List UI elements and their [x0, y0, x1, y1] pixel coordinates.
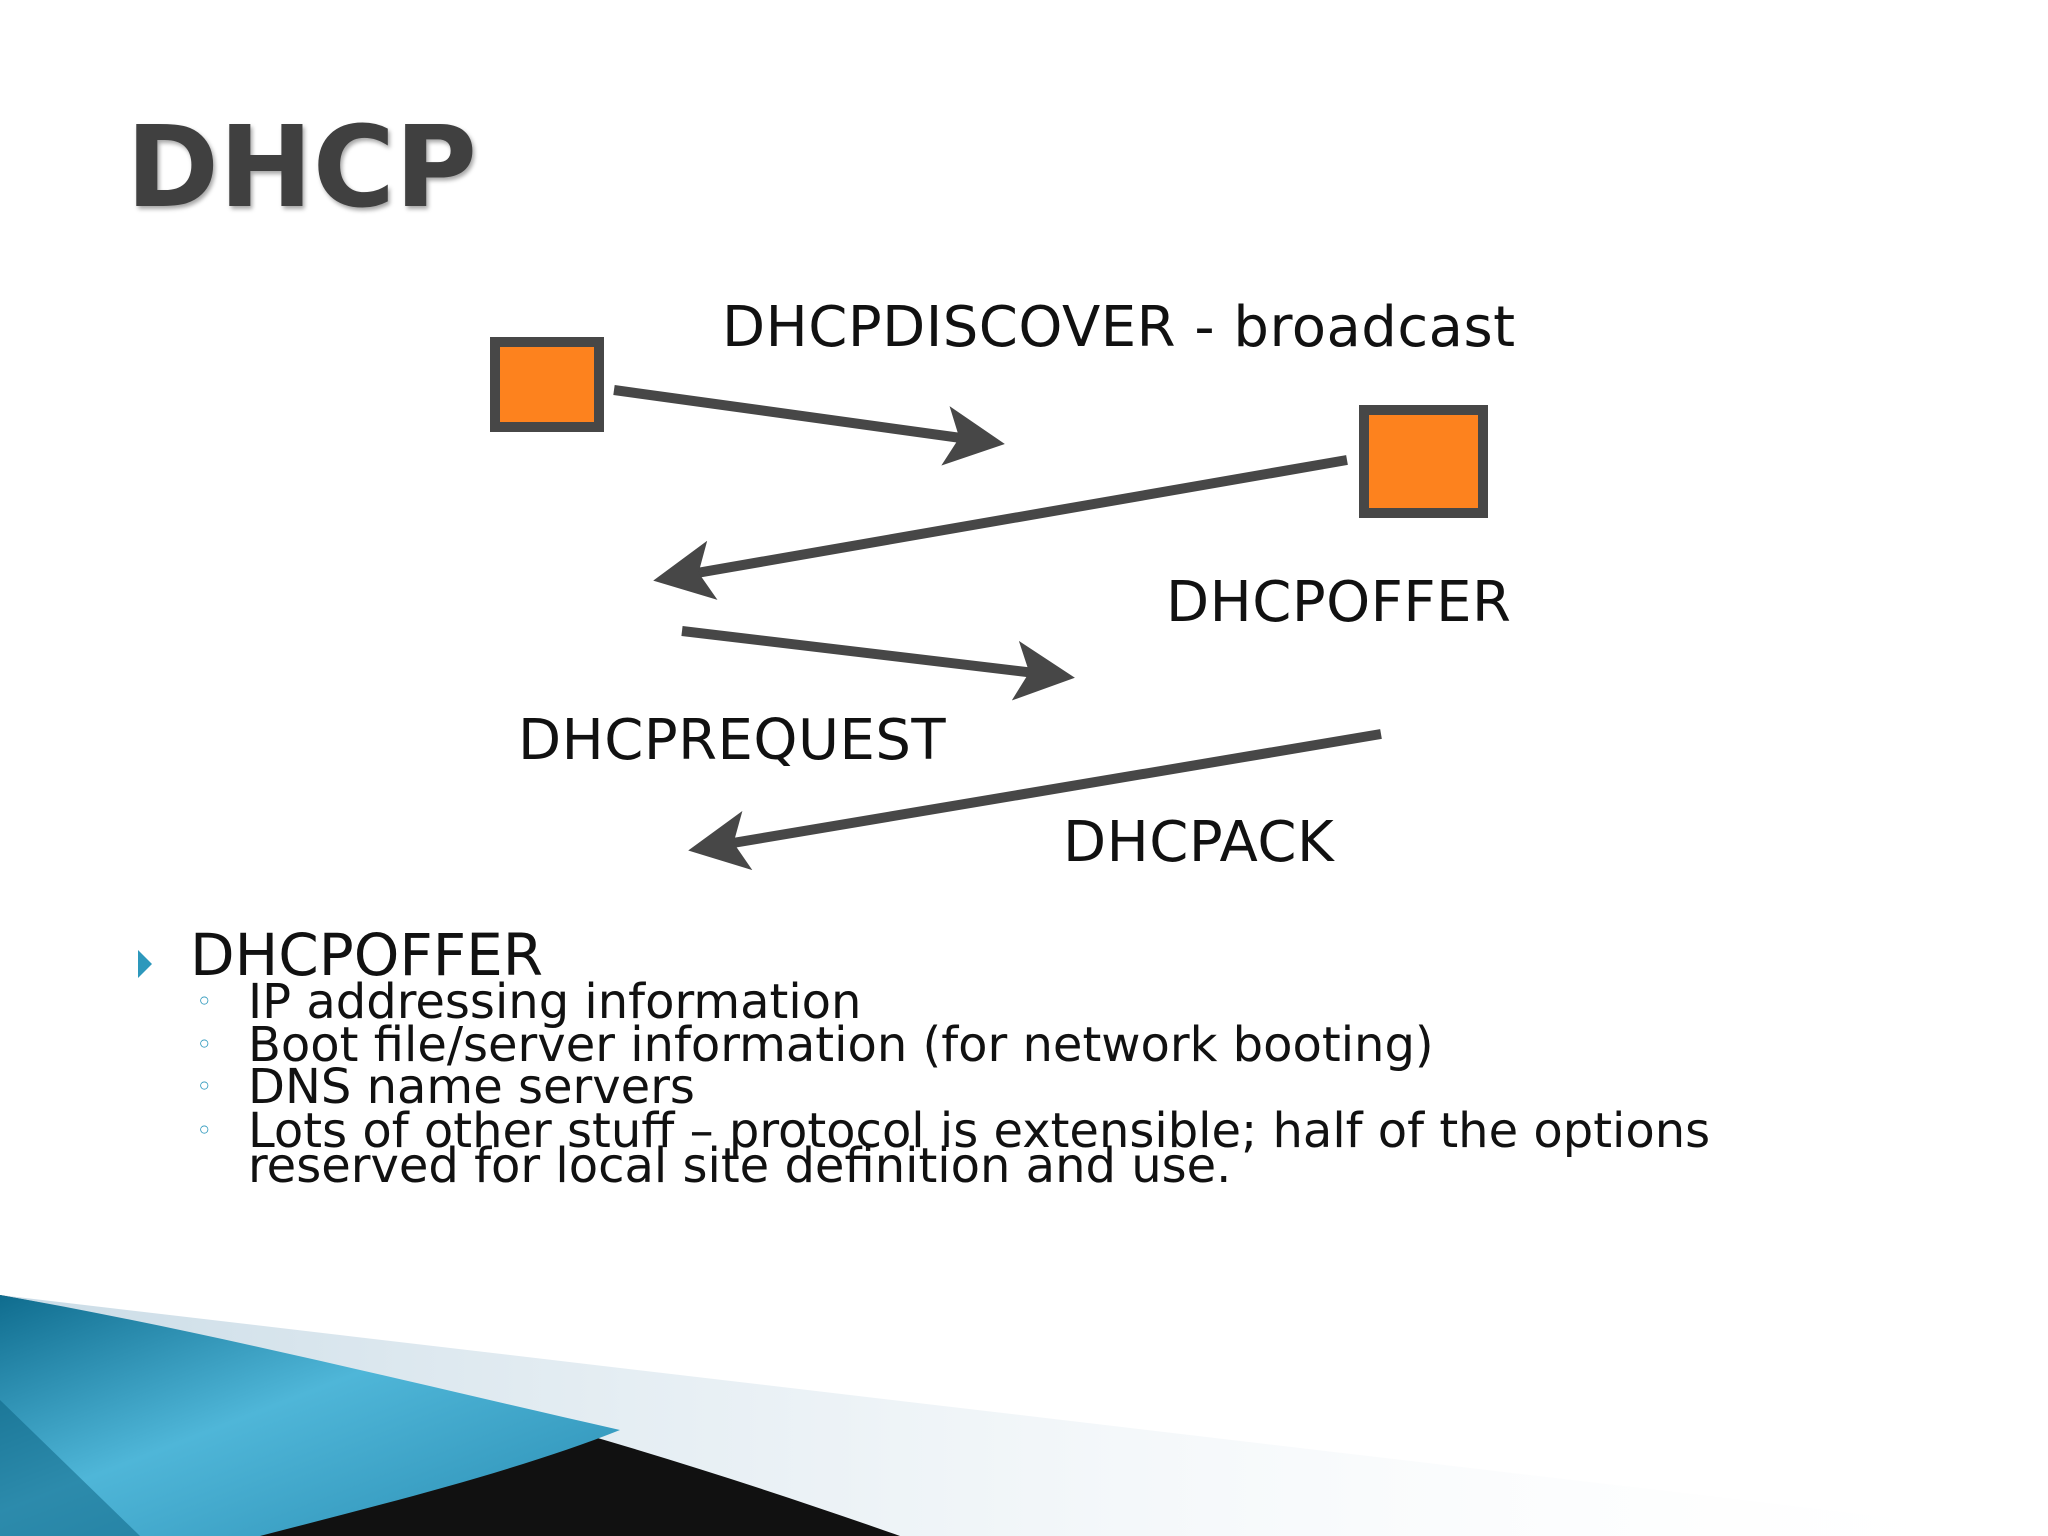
ack-label: DHCPACK — [1063, 810, 1335, 875]
sub-bullet-item: Lots of other stuff – protocol is extens… — [248, 1103, 1711, 1159]
request-label: DHCPREQUEST — [518, 708, 947, 773]
server-node — [1359, 405, 1488, 518]
bullet-heading: DHCPOFFER — [190, 921, 544, 989]
discover-label: DHCPDISCOVER - broadcast — [722, 295, 1516, 360]
sub-bullet-item-continuation: reserved for local site definition and u… — [248, 1138, 1232, 1194]
sub-bullet-circle-icon: ◦ — [196, 1114, 213, 1147]
sub-bullet-item: IP addressing information — [248, 974, 862, 1030]
request-arrow — [681, 626, 1075, 701]
sub-bullet-circle-icon: ◦ — [196, 1028, 213, 1061]
ack-arrow — [688, 729, 1382, 871]
discover-arrow — [613, 385, 1005, 466]
offer-arrow — [653, 455, 1348, 600]
sub-bullet-circle-icon: ◦ — [196, 1070, 213, 1103]
bullet-triangle-icon — [138, 950, 152, 978]
sub-bullet-item: Boot file/server information (for networ… — [248, 1017, 1434, 1073]
offer-label: DHCPOFFER — [1166, 570, 1512, 635]
slide-title: DHCP — [126, 103, 477, 233]
sub-bullet-circle-icon: ◦ — [196, 985, 213, 1018]
client-node — [490, 337, 604, 432]
sub-bullet-item: DNS name servers — [248, 1059, 695, 1115]
